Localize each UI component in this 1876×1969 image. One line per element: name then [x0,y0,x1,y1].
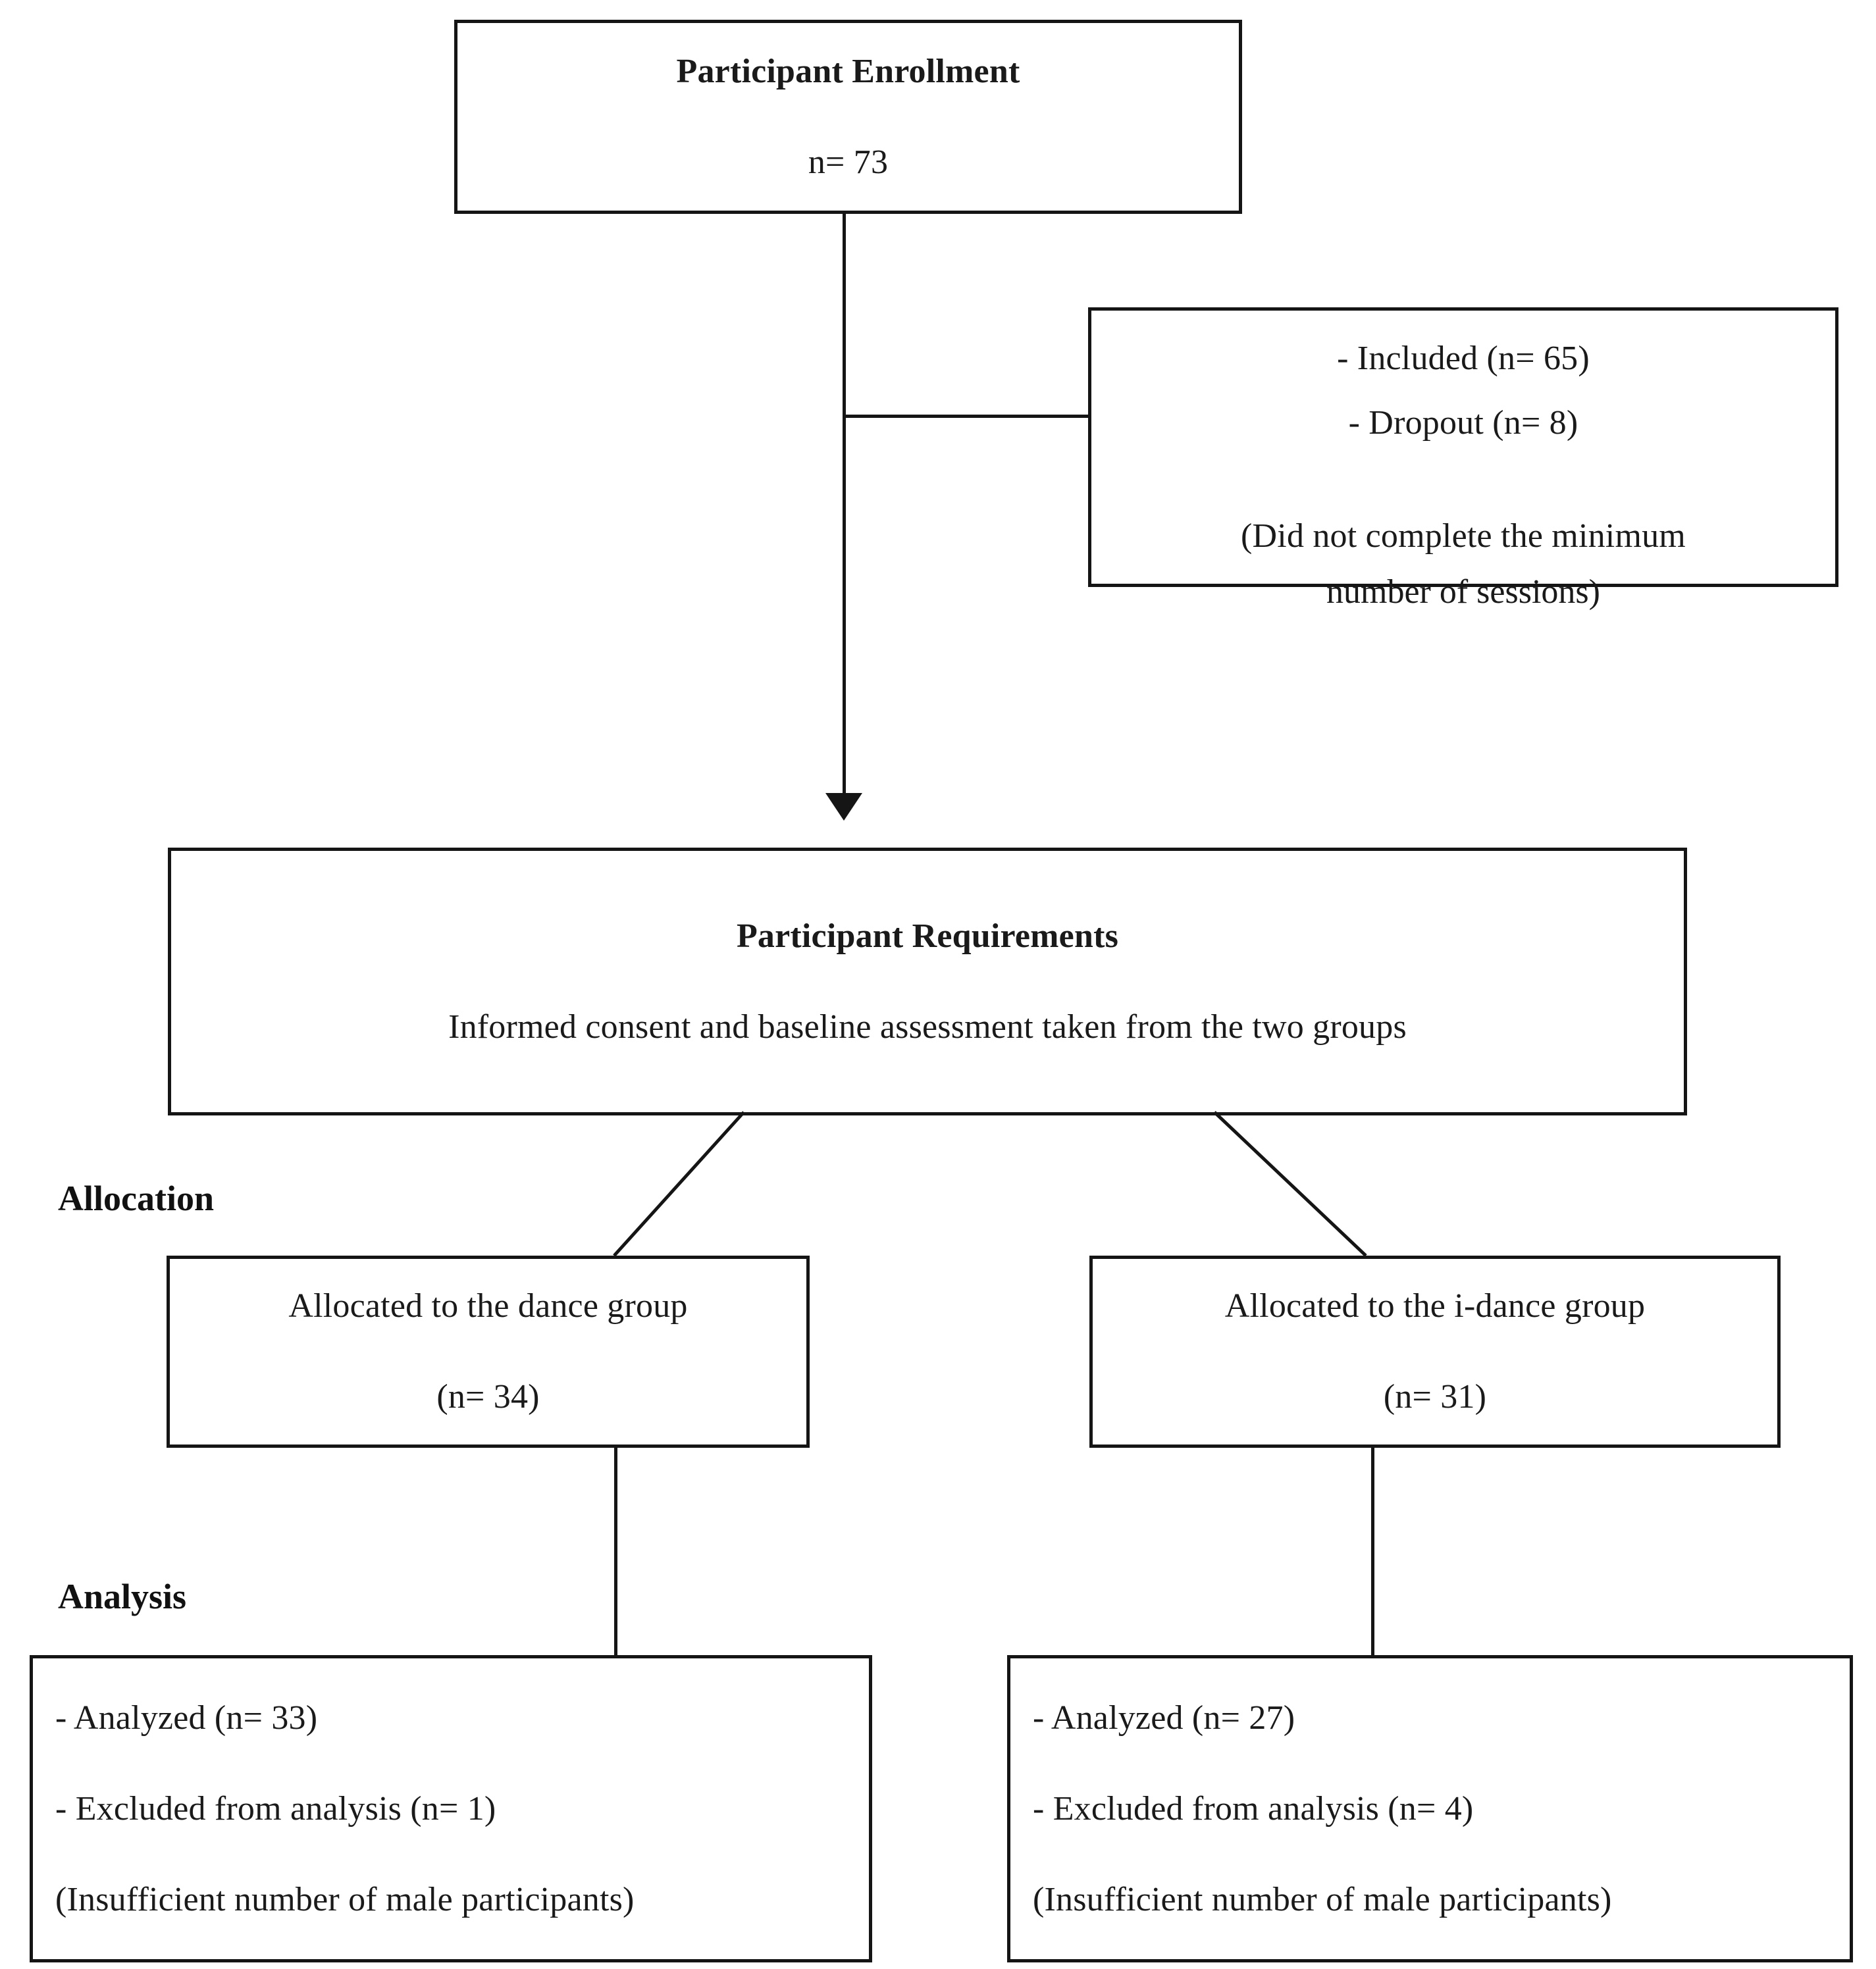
spacer [1093,1323,1777,1380]
spacer [170,1323,806,1380]
connector-left-diagonal [613,1111,745,1257]
allocation-idance-label: Allocated to the i-dance group [1224,1287,1646,1325]
connector-requirements-split [613,1111,1367,1257]
analysis-right-reason: (Insufficient number of male participant… [1033,1880,1612,1918]
connector-to-screening-outcome [843,415,1091,418]
requirements-heading: Participant Requirements [736,917,1119,955]
arrowhead-to-requirements [825,793,862,821]
connector-idance-to-analysis [1371,1448,1374,1657]
spacer [33,1826,869,1883]
node-participant-requirements: Participant Requirements Informed consen… [168,848,1687,1115]
analysis-right-analyzed: - Analyzed (n= 27) [1033,1699,1295,1737]
node-analysis-idance-group: - Analyzed (n= 27) - Excluded from analy… [1007,1655,1853,1962]
screening-dropout: - Dropout (n= 8) [1348,403,1578,442]
enrollment-heading: Participant Enrollment [676,52,1020,90]
allocation-idance-count: (n= 31) [1383,1378,1487,1416]
spacer [171,954,1684,1010]
requirements-detail: Informed consent and baseline assessment… [448,1008,1407,1046]
analysis-left-reason: (Insufficient number of male participant… [55,1880,635,1918]
connector-dance-to-analysis [614,1448,617,1657]
enrollment-count: n= 73 [808,143,889,181]
analysis-left-excluded: - Excluded from analysis (n= 1) [55,1789,496,1828]
node-allocation-idance-group: Allocated to the i-dance group (n= 31) [1089,1256,1781,1448]
allocation-dance-count: (n= 34) [436,1378,540,1416]
node-participant-enrollment: Participant Enrollment n= 73 [454,20,1242,214]
connector-enrollment-trunk [843,214,846,800]
spacer [1091,376,1835,406]
allocation-dance-label: Allocated to the dance group [288,1287,688,1325]
screening-reason-line-1: (Did not complete the minimum [1241,517,1686,555]
stage-label-analysis: Analysis [58,1577,187,1616]
node-analysis-dance-group: - Analyzed (n= 33) - Excluded from analy… [30,1655,872,1962]
spacer [1010,1826,1850,1883]
screening-reason-line-2: number of sessions) [1326,573,1600,611]
spacer [457,89,1239,145]
analysis-left-analyzed: - Analyzed (n= 33) [55,1699,318,1737]
connector-right-diagonal [1213,1111,1367,1257]
spacer [1091,440,1835,519]
node-allocation-dance-group: Allocated to the dance group (n= 34) [167,1256,810,1448]
screening-included: - Included (n= 65) [1337,339,1590,377]
spacer [33,1735,869,1792]
analysis-right-excluded: - Excluded from analysis (n= 4) [1033,1789,1474,1828]
stage-label-allocation: Allocation [58,1179,214,1218]
node-screening-outcome: - Included (n= 65) - Dropout (n= 8) (Did… [1088,307,1838,587]
spacer [1010,1735,1850,1792]
